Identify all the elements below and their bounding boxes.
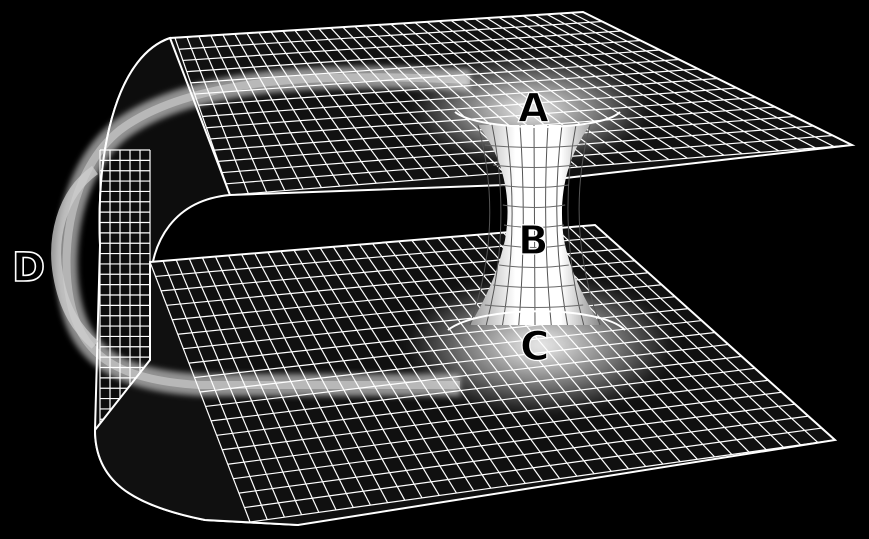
throat-grid-line <box>556 124 568 326</box>
upper-grid-line <box>178 20 603 50</box>
throat-grid-line <box>567 124 585 326</box>
throat-grid-line <box>484 304 584 308</box>
upper-grid-line <box>182 30 622 62</box>
outer-space-path <box>51 66 471 396</box>
throat-grid-line <box>545 124 552 326</box>
mouth-a-rim <box>454 111 621 128</box>
throat-grid-line <box>499 264 569 268</box>
throat-grid-line <box>533 124 536 326</box>
lower-grid-line <box>227 391 782 465</box>
throat-grid <box>469 124 601 326</box>
mouth-a-glow <box>410 55 650 165</box>
lower-grid-line <box>222 379 769 451</box>
label-b: B <box>518 218 549 264</box>
throat-grid-line <box>518 124 524 326</box>
mouth-c-glow <box>405 275 675 415</box>
throat-grid-line <box>502 124 513 326</box>
lower-grid-line <box>244 427 822 509</box>
mouth-c-rim <box>447 310 626 331</box>
upper-grid-line <box>174 11 584 39</box>
wormhole-throat <box>469 124 601 326</box>
throat-grid-line <box>503 224 565 228</box>
throat-grid-line <box>493 284 575 288</box>
throat-grid-line <box>578 124 601 326</box>
outer-edge-arc <box>51 165 99 349</box>
lower-grid-line <box>249 439 836 523</box>
throat-grid-line <box>485 124 502 326</box>
throat-grid-line <box>502 244 566 248</box>
throat-grid-line <box>502 204 566 208</box>
label-d: D <box>12 245 45 291</box>
throat-grid-line <box>469 124 491 326</box>
throat-grid-line <box>493 164 575 168</box>
throat-grid-line <box>499 184 569 188</box>
upper-grid-line <box>186 39 641 73</box>
lower-grid-line <box>238 415 809 494</box>
label-c: C <box>520 324 549 370</box>
throat-grid-line <box>484 144 584 148</box>
label-a: A <box>518 86 549 132</box>
lower-grid-line <box>233 403 796 480</box>
